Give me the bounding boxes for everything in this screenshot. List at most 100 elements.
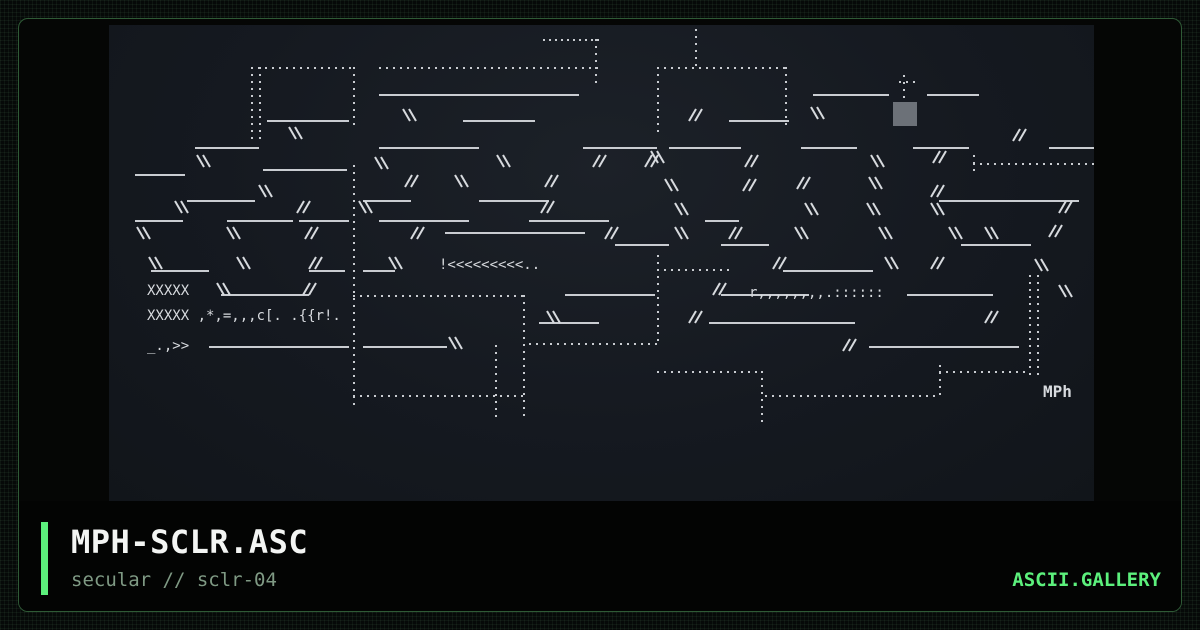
ascii-dot	[1029, 331, 1031, 333]
ascii-dot	[353, 340, 355, 342]
ascii-backslash	[810, 106, 819, 120]
ascii-slash	[592, 154, 601, 168]
ascii-dot	[407, 67, 409, 69]
ascii-dot	[353, 221, 355, 223]
ascii-dot	[353, 368, 355, 370]
ascii-dot	[1029, 366, 1031, 368]
ascii-backslash	[936, 202, 945, 216]
ascii-slash	[742, 178, 751, 192]
ascii-dot	[321, 67, 323, 69]
ascii-dot	[353, 319, 355, 321]
ascii-backslash	[1040, 258, 1049, 272]
ascii-dot	[657, 95, 659, 97]
accent-bar	[41, 522, 48, 595]
ascii-dot	[1029, 310, 1031, 312]
ascii-dot	[353, 214, 355, 216]
ascii-dot	[842, 395, 844, 397]
ascii-dot	[898, 395, 900, 397]
ascii-dot	[906, 81, 908, 83]
ascii-slash	[404, 174, 413, 188]
ascii-dot	[477, 67, 479, 69]
ascii-slash	[1048, 224, 1057, 238]
ascii-dot	[1009, 371, 1011, 373]
ascii-dot	[585, 39, 587, 41]
ascii-dot	[695, 64, 697, 66]
ascii-slash	[688, 310, 697, 324]
ascii-dot	[657, 311, 659, 313]
ascii-dot	[891, 395, 893, 397]
ascii-dot	[877, 395, 879, 397]
ascii-backslash	[232, 226, 241, 240]
ascii-dot	[1078, 163, 1080, 165]
ascii-backslash	[674, 202, 683, 216]
ascii-dot	[613, 343, 615, 345]
ascii-dot	[523, 337, 525, 339]
dotted-box-outlines	[251, 29, 1094, 422]
ascii-backslash	[884, 226, 893, 240]
ascii-dot	[374, 395, 376, 397]
ascii-dot	[657, 81, 659, 83]
ascii-dot	[1037, 359, 1039, 361]
ascii-dot	[1057, 163, 1059, 165]
ascii-slash	[550, 174, 559, 188]
ascii-dot	[657, 109, 659, 111]
ascii-dot	[353, 81, 355, 83]
ascii-dot	[360, 395, 362, 397]
ascii-backslash	[496, 154, 505, 168]
ascii-dot	[402, 295, 404, 297]
ascii-dot	[692, 371, 694, 373]
ascii-dot	[353, 88, 355, 90]
ascii-dot	[353, 200, 355, 202]
ascii-dot	[458, 395, 460, 397]
ascii-dot	[620, 343, 622, 345]
ascii-dot	[555, 39, 557, 41]
ascii-dot	[981, 371, 983, 373]
ascii-dot	[353, 347, 355, 349]
ascii-dot	[578, 343, 580, 345]
ascii-dot	[1037, 282, 1039, 284]
ascii-dot	[595, 81, 597, 83]
ascii-dot	[523, 323, 525, 325]
ascii-dot	[800, 395, 802, 397]
ascii-dot	[595, 60, 597, 62]
ascii-dot	[706, 371, 708, 373]
ascii-dot	[595, 53, 597, 55]
art-text-row-5: r,,,,,,,,.::::::	[749, 285, 884, 301]
ascii-dot	[599, 343, 601, 345]
ascii-dot	[720, 67, 722, 69]
ascii-dot	[523, 414, 525, 416]
ascii-dot	[381, 395, 383, 397]
ascii-dot	[353, 305, 355, 307]
ascii-backslash	[876, 154, 885, 168]
ascii-dot	[557, 343, 559, 345]
ascii-dot	[353, 312, 355, 314]
ascii-dot	[451, 295, 453, 297]
ascii-dot	[353, 333, 355, 335]
ascii-slash	[932, 150, 941, 164]
ascii-dot	[1037, 317, 1039, 319]
ascii-dot	[657, 325, 659, 327]
ascii-dot	[265, 67, 267, 69]
ascii-dot	[585, 343, 587, 345]
ascii-dot	[353, 95, 355, 97]
ascii-dot	[1001, 163, 1003, 165]
ascii-backslash	[294, 126, 303, 140]
ascii-dot	[899, 81, 901, 83]
ascii-backslash	[394, 256, 403, 270]
ascii-dot	[1029, 289, 1031, 291]
ascii-dot	[657, 255, 659, 257]
ascii-dot	[505, 67, 507, 69]
ascii-dot	[1022, 163, 1024, 165]
ascii-dot	[713, 371, 715, 373]
ascii-dot	[259, 95, 261, 97]
ascii-dot	[765, 395, 767, 397]
ascii-backslash	[454, 336, 463, 350]
ascii-slash	[748, 178, 757, 192]
ascii-slash	[842, 338, 851, 352]
ascii-dot	[500, 295, 502, 297]
brand-link[interactable]: ASCII.GALLERY	[1012, 569, 1161, 591]
ascii-dot	[987, 163, 989, 165]
ascii-dot	[564, 343, 566, 345]
ascii-slash	[650, 154, 659, 168]
ascii-dot	[720, 269, 722, 271]
